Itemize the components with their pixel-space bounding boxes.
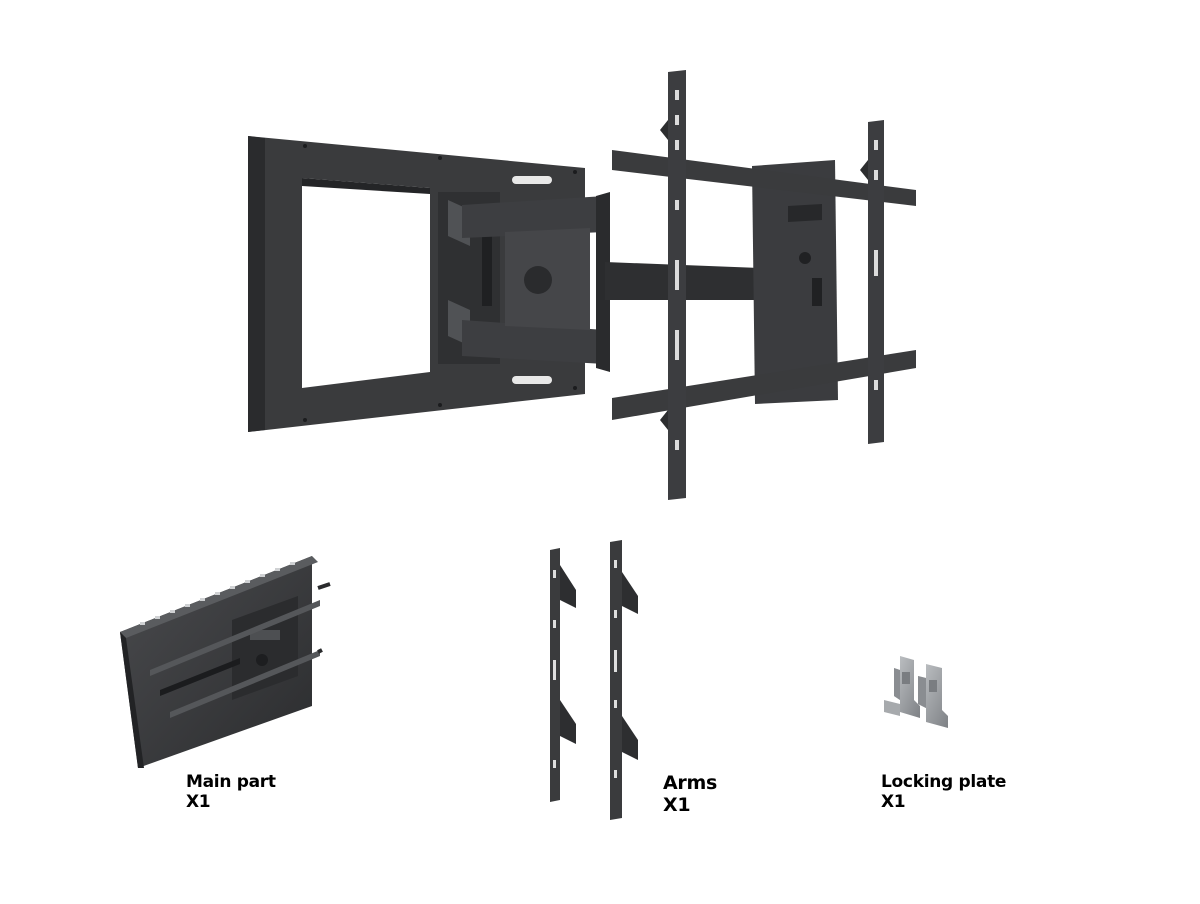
locking-plate-name: Locking plate [881, 772, 1007, 792]
main-part-quantity: X1 [186, 791, 211, 812]
tv-bracket-plate [752, 160, 838, 404]
vertical-rail-left [660, 70, 686, 500]
vertical-rail-right [860, 120, 884, 444]
main-part-name: Main part [186, 772, 276, 792]
locking-plate-back [894, 656, 920, 718]
locking-plate-label: Locking plate X1 [881, 772, 1007, 812]
upper-arm [462, 196, 605, 238]
arm-right [610, 540, 638, 820]
rotation-plate [505, 192, 610, 372]
lower-arm [462, 320, 605, 364]
arms-illustration [550, 540, 638, 820]
locking-plate-illustration [884, 656, 948, 728]
main-part-label: Main part X1 [186, 772, 276, 812]
assembled-mount-illustration [248, 70, 916, 500]
bottom-cross-bar [612, 350, 916, 420]
arm-left [550, 548, 576, 802]
locking-plate-quantity: X1 [881, 791, 906, 812]
arms-label: Arms X1 [663, 772, 717, 817]
locking-plate-front [884, 664, 948, 728]
arms-name: Arms [663, 772, 717, 794]
main-part-illustration [120, 556, 331, 768]
arms-quantity: X1 [663, 793, 691, 816]
top-cross-bar [612, 150, 916, 206]
